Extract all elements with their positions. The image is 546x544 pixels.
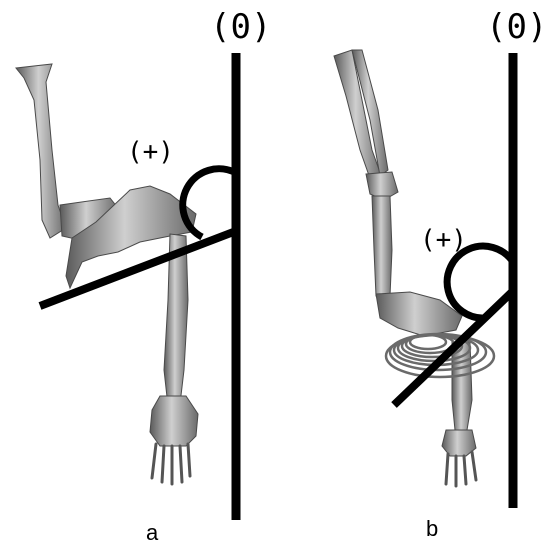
- skeleton-foot-b: [446, 452, 476, 486]
- zero-label-a: (0): [210, 7, 271, 47]
- panel-b: (0) (+) b: [334, 7, 546, 541]
- zero-label-b: (0): [486, 7, 546, 47]
- panel-label-b: b: [426, 516, 438, 541]
- panel-label-a: a: [146, 520, 159, 544]
- angle-arc-b: [447, 246, 513, 318]
- angle-label-b: (+): [420, 225, 467, 255]
- skeleton-foot-a: [152, 444, 190, 484]
- panel-a: (0) (+) a: [16, 7, 271, 544]
- angle-label-a: (+): [127, 137, 174, 167]
- angle-arc-a: [183, 169, 236, 237]
